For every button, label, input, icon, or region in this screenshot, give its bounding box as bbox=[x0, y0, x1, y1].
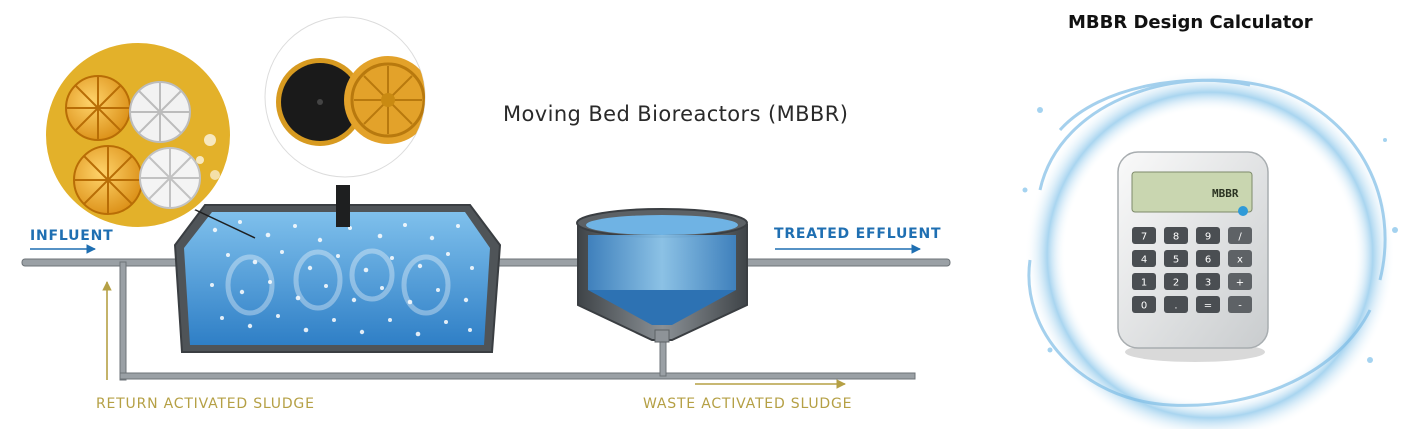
clarifier-tank bbox=[576, 208, 748, 343]
calculator-key-9: 2 bbox=[1164, 273, 1188, 290]
calculator-key-label: = bbox=[1204, 301, 1212, 312]
white-carrier-1 bbox=[129, 81, 191, 143]
orange-carrier-2 bbox=[73, 145, 143, 215]
calculator-key-label: - bbox=[1238, 301, 1242, 312]
white-carrier-2 bbox=[139, 147, 201, 209]
mbbr-tank bbox=[173, 185, 502, 353]
calculator-display-text: MBBR bbox=[1212, 187, 1239, 200]
influent-label: INFLUENT bbox=[30, 228, 114, 244]
return-activated-sludge-label: RETURN ACTIVATED SLUDGE bbox=[96, 396, 315, 412]
calculator-keypad: 7 8 9 / 4 5 6 x 1 2 3 +0. = - bbox=[1132, 227, 1252, 313]
calculator-key-11: + bbox=[1228, 273, 1252, 290]
calculator-illustration: 7 8 9 / 4 5 6 x 1 2 3 +0. = - bbox=[1022, 70, 1398, 429]
diagram-title: Moving Bed Bioreactors (MBBR) bbox=[503, 102, 849, 126]
calculator-key-label: / bbox=[1238, 232, 1242, 243]
calculator-key-label: . bbox=[1174, 301, 1177, 312]
calculator-key-1: 8 bbox=[1164, 227, 1188, 244]
calculator-key-label: 9 bbox=[1205, 232, 1211, 243]
calculator-key-label: + bbox=[1236, 278, 1244, 289]
calculator-key-15: - bbox=[1228, 296, 1252, 313]
calculator-key-12: 0 bbox=[1132, 296, 1156, 313]
media-particles bbox=[210, 220, 474, 337]
calculator-key-label: 8 bbox=[1173, 232, 1179, 243]
sludge-pipe-bottom bbox=[119, 372, 916, 380]
calculator-key-8: 1 bbox=[1132, 273, 1156, 290]
calculator-key-10: 3 bbox=[1196, 273, 1220, 290]
calculator-key-7: x bbox=[1228, 250, 1252, 267]
calculator-key-label: 7 bbox=[1141, 232, 1147, 243]
calculator-key-3: / bbox=[1228, 227, 1252, 244]
calculator-key-14: = bbox=[1196, 296, 1220, 313]
biofilm-carrier-media-callout bbox=[44, 41, 232, 229]
calculator-display bbox=[1131, 171, 1253, 213]
calculator-panel-title: MBBR Design Calculator bbox=[1068, 12, 1313, 33]
clarifier-drain-pipe bbox=[659, 339, 667, 377]
calculator-key-label: 0 bbox=[1141, 301, 1147, 312]
waste-activated-sludge-label: WASTE ACTIVATED SLUDGE bbox=[643, 396, 853, 412]
calculator-key-label: 4 bbox=[1141, 255, 1147, 266]
calculator-key-2: 9 bbox=[1196, 227, 1220, 244]
calculator-key-label: 1 bbox=[1141, 278, 1147, 289]
circulation-loops bbox=[225, 248, 451, 316]
calculator-key-6: 6 bbox=[1196, 250, 1220, 267]
calculator-key-label: x bbox=[1237, 255, 1243, 266]
diffuser-air-pipe bbox=[336, 185, 350, 227]
diffuser-callout bbox=[264, 16, 426, 178]
calculator-key-label: 3 bbox=[1205, 278, 1211, 289]
calculator-key-13: . bbox=[1164, 296, 1188, 313]
display-indicator-dot bbox=[1238, 206, 1248, 216]
calculator-key-label: 2 bbox=[1173, 278, 1179, 289]
orange-carrier-1 bbox=[65, 75, 131, 141]
media-callout-line bbox=[184, 204, 256, 239]
calculator-key-0: 7 bbox=[1132, 227, 1156, 244]
calculator-key-label: 5 bbox=[1173, 255, 1179, 266]
calculator-key-5: 5 bbox=[1164, 250, 1188, 267]
calculator-key-4: 4 bbox=[1132, 250, 1156, 267]
return-pipe-vertical bbox=[119, 261, 127, 381]
treated-effluent-label: TREATED EFFLUENT bbox=[774, 226, 942, 242]
calculator-key-label: 6 bbox=[1205, 255, 1211, 266]
